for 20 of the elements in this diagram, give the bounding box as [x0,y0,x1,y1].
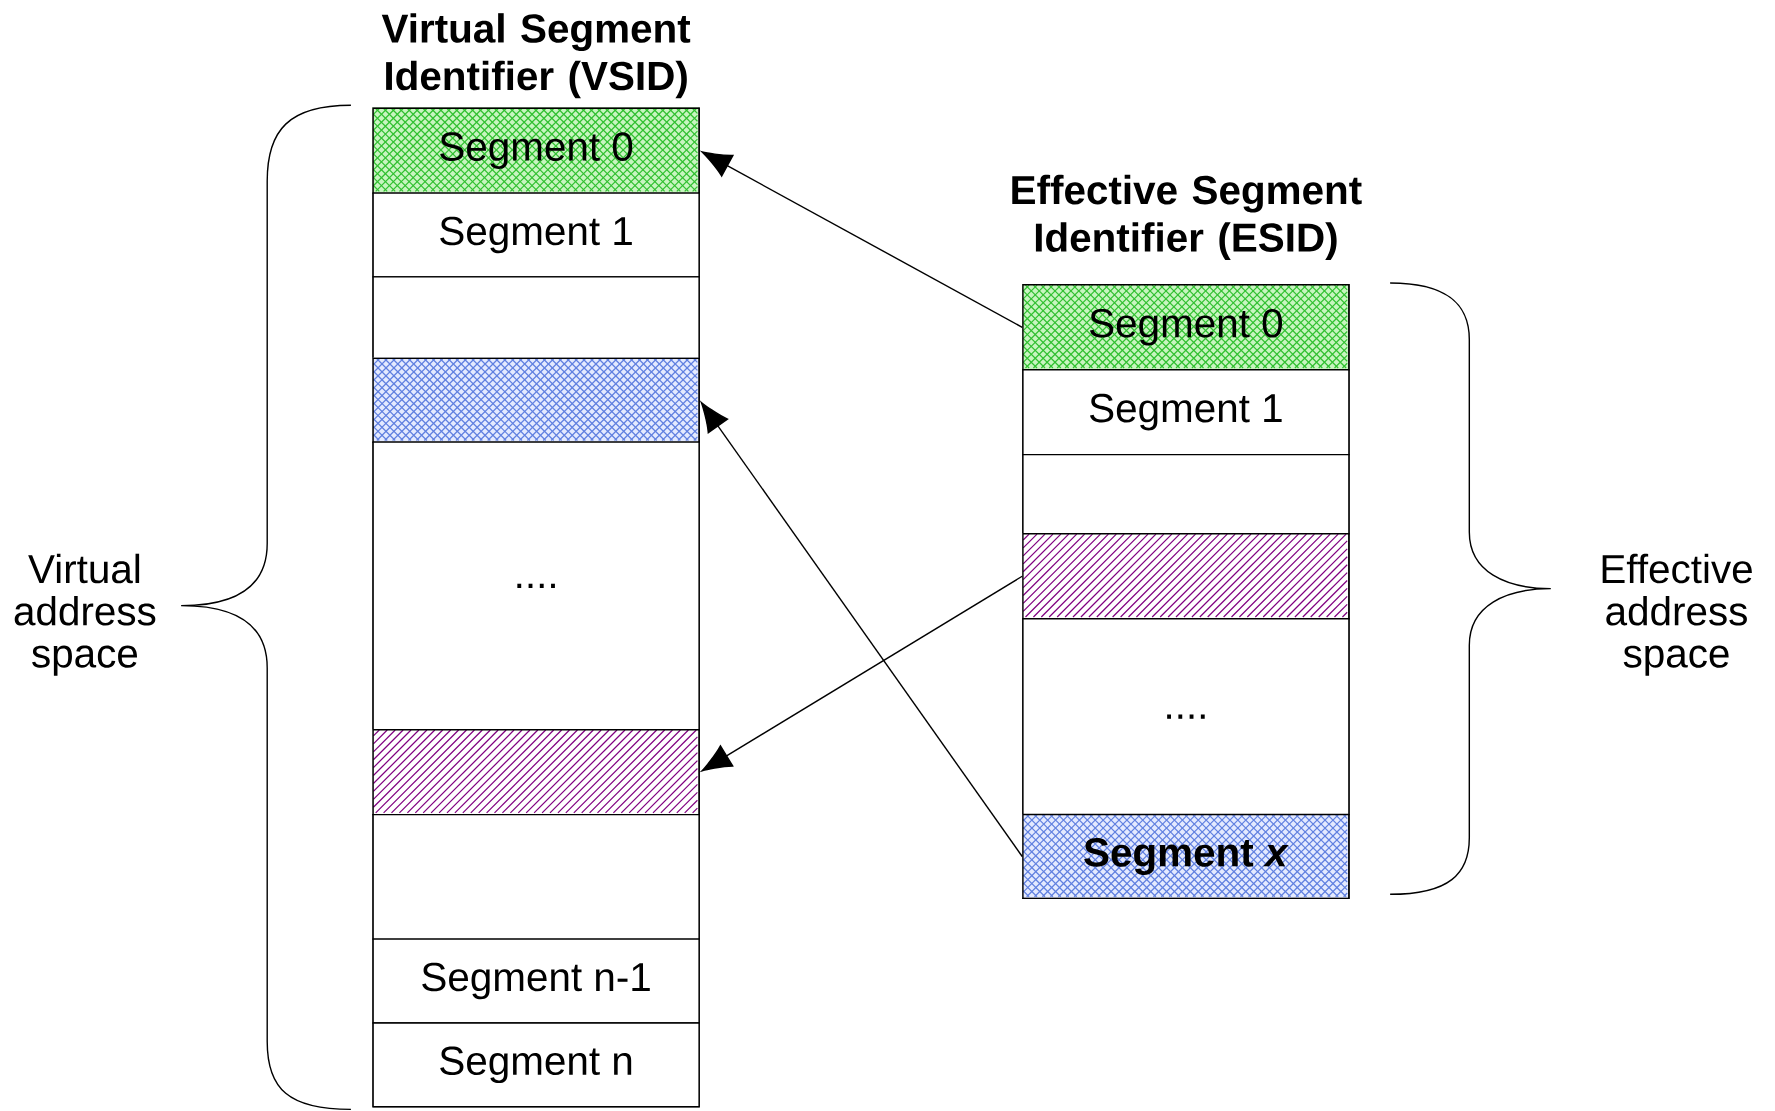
table-title: Virtual Segment Identifier (VSID) [381,13,691,99]
table-title: Effective Segment Identifier (ESID) [1012,175,1362,261]
empty-row [1022,533,1350,620]
arrow [701,151,1023,329]
arrow [701,575,1023,772]
brace-label: Virtual address space [14,553,156,676]
empty-row [372,276,700,360]
segment-row: Segment n-1 [372,938,700,1024]
segment-row: Segment x [1022,814,1350,900]
segment-row: Segment n [372,1022,700,1108]
segment-row: Segment 0 [1022,284,1350,371]
segment-row: Segment 1 [1022,369,1350,456]
empty-row [372,357,700,444]
segment-row: Segment 1 [372,192,700,278]
arrow [700,402,1023,858]
segment-row: Segment 0 [372,107,700,195]
empty-row [372,814,700,941]
empty-row [372,729,700,816]
empty-row [1022,454,1350,535]
brace-label: Effective address space [1602,553,1752,676]
